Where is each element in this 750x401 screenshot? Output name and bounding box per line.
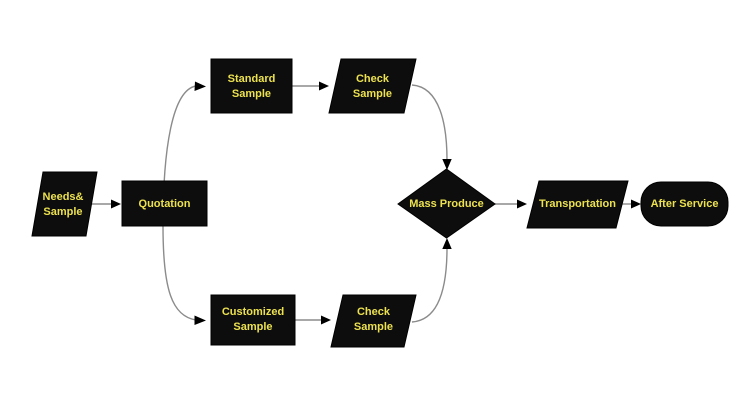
customized-sample-label-line2: Sample bbox=[233, 321, 272, 333]
edge-quotation-to-customized bbox=[162, 225, 206, 325]
customized-sample-label-line1: Customized bbox=[222, 306, 284, 318]
check-sample-bottom-label-line1: Check bbox=[357, 306, 391, 318]
node-after-service[interactable]: After Service bbox=[640, 181, 729, 227]
mass-produce-shape[interactable] bbox=[397, 168, 496, 239]
quotation-label-line1: Quotation bbox=[139, 198, 191, 210]
needs-sample-label-line1: Needs& bbox=[43, 191, 84, 203]
edge-standard-to-check-top bbox=[292, 81, 329, 91]
node-layer: Needs& Sample Quotation Standard Sample … bbox=[31, 58, 729, 348]
mass-produce-label-line1: Mass Produce bbox=[409, 198, 484, 210]
after-service-label-line1: After Service bbox=[651, 198, 719, 210]
node-check-sample-bottom[interactable]: Check Sample bbox=[330, 294, 417, 348]
standard-sample-label-line1: Standard bbox=[228, 73, 276, 85]
check-sample-bottom-shape[interactable] bbox=[330, 294, 417, 348]
needs-sample-shape[interactable] bbox=[31, 171, 98, 237]
check-sample-bottom-label-line2: Sample bbox=[354, 321, 393, 333]
check-sample-top-label-line1: Check bbox=[356, 73, 390, 85]
edge-customized-to-check-bottom bbox=[295, 315, 331, 325]
needs-sample-label-line2: Sample bbox=[43, 206, 82, 218]
node-mass-produce[interactable]: Mass Produce bbox=[397, 168, 496, 239]
transportation-label-line1: Transportation bbox=[539, 198, 616, 210]
customized-sample-shape[interactable] bbox=[210, 294, 296, 346]
check-sample-top-shape[interactable] bbox=[328, 58, 417, 114]
node-check-sample-top[interactable]: Check Sample bbox=[328, 58, 417, 114]
node-customized-sample[interactable]: Customized Sample bbox=[210, 294, 296, 346]
node-needs-sample[interactable]: Needs& Sample bbox=[31, 171, 98, 237]
node-standard-sample[interactable]: Standard Sample bbox=[210, 58, 293, 114]
check-sample-top-label-line2: Sample bbox=[353, 88, 392, 100]
edge-check-bottom-to-mass bbox=[411, 238, 452, 323]
standard-sample-shape[interactable] bbox=[210, 58, 293, 114]
quotation-shape[interactable] bbox=[121, 180, 208, 227]
standard-sample-label-line2: Sample bbox=[232, 88, 271, 100]
edge-check-top-to-mass bbox=[411, 84, 452, 170]
node-transportation[interactable]: Transportation bbox=[526, 180, 629, 229]
edge-mass-to-transportation bbox=[495, 199, 527, 209]
transportation-shape[interactable] bbox=[526, 180, 629, 229]
node-quotation[interactable]: Quotation bbox=[121, 180, 208, 227]
after-service-shape[interactable] bbox=[640, 181, 729, 227]
